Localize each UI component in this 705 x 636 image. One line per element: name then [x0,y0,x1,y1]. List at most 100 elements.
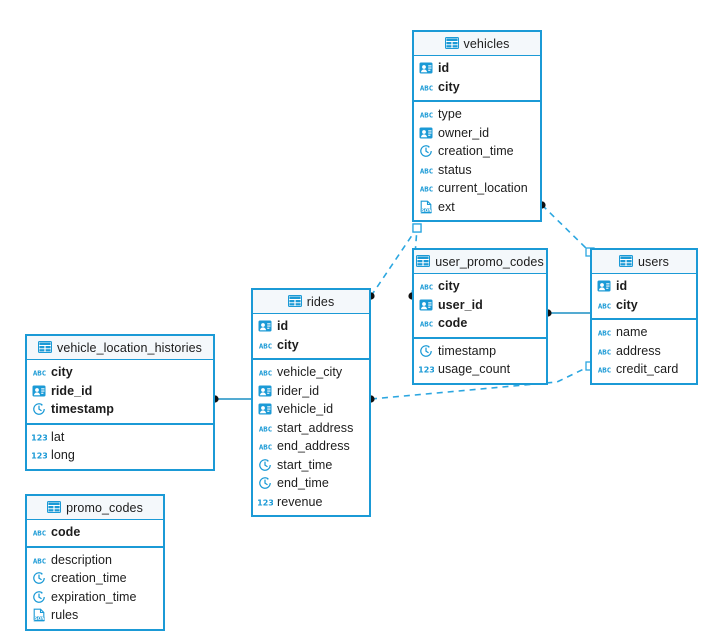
number-icon: 123 [419,362,434,376]
column-field[interactable]: 123 usage_count [414,360,546,379]
primary-key-field[interactable]: user_id [414,296,546,315]
entity-title: rides [306,294,335,309]
key-card-icon [32,384,46,398]
field-label: long [51,448,75,463]
entity-header-user_promo_codes[interactable]: user_promo_codes [414,250,546,274]
primary-key-field[interactable]: ride_id [27,382,213,401]
field-label: end_time [277,476,329,491]
svg-text:123: 123 [32,452,47,461]
primary-key-field[interactable]: id [592,277,696,296]
column-field[interactable]: 123 long [27,446,213,465]
relationship-user_promo_codes-to-users[interactable] [544,309,590,317]
svg-text:ABC: ABC [420,111,433,120]
clock-icon [419,144,433,158]
field-label: usage_count [438,362,511,377]
relationship-line [370,227,418,297]
primary-key-field[interactable]: ABC city [253,336,369,355]
field-label: city [277,337,299,352]
field-label: vehicle_id [277,402,334,417]
field-label: city [51,365,73,380]
primary-key-field[interactable]: id [253,317,369,336]
column-group-user_promo_codes: timestamp 123 usage_count [414,339,546,383]
abc-icon: ABC [419,80,433,94]
column-field[interactable]: start_time [253,456,369,475]
field-label: city [438,79,460,94]
column-field[interactable]: owner_id [414,124,540,143]
primary-key-field[interactable]: ABC city [27,363,213,382]
svg-text:ABC: ABC [420,166,433,175]
field-label: city [438,279,460,294]
svg-text:ABC: ABC [259,443,272,452]
field-label: ride_id [51,383,93,398]
key-card-icon [419,61,433,75]
column-field[interactable]: creation_time [27,569,163,588]
svg-text:ABC: ABC [33,556,46,565]
column-field[interactable]: vehicle_id [253,400,369,419]
column-field[interactable]: creation_time [414,142,540,161]
column-field[interactable]: expiration_time [27,588,163,607]
primary-key-field[interactable]: ABC city [414,78,540,97]
column-field[interactable]: rider_id [253,382,369,401]
field-label: vehicle_city [277,365,343,380]
abc-icon: ABC [32,553,46,567]
number-icon: 123 [32,430,47,444]
entity-header-users[interactable]: users [592,250,696,274]
field-label: id [277,319,289,334]
field-label: name [616,325,648,340]
svg-text:123: 123 [32,433,47,442]
abc-icon: ABC [258,338,272,352]
abc-icon: ABC [32,365,46,379]
svg-text:ABC: ABC [420,320,433,329]
clock-icon [32,590,46,604]
entity-header-promo_codes[interactable]: promo_codes [27,496,163,520]
abc-icon: ABC [419,107,433,121]
clock-icon [258,458,272,472]
abc-icon: ABC [258,421,272,435]
svg-text:ABC: ABC [420,83,433,92]
entity-header-rides[interactable]: rides [253,290,369,314]
relationship-target-square-marker [412,223,422,233]
svg-text:123: 123 [419,366,434,375]
svg-text:JSON: JSON [419,208,432,213]
abc-icon: ABC [419,181,433,195]
entity-header-vehicle_location_histories[interactable]: vehicle_location_histories [27,336,213,360]
relationship-vehicle_location_histories-to-rides[interactable] [211,395,251,403]
column-field[interactable]: timestamp [414,342,546,361]
entity-header-vehicles[interactable]: vehicles [414,32,540,56]
field-label: creation_time [51,571,127,586]
primary-key-field[interactable]: timestamp [27,400,213,419]
field-label: timestamp [51,402,114,417]
svg-text:ABC: ABC [598,366,611,375]
svg-text:ABC: ABC [259,341,272,350]
primary-key-field[interactable]: id [414,59,540,78]
column-field[interactable]: end_time [253,474,369,493]
